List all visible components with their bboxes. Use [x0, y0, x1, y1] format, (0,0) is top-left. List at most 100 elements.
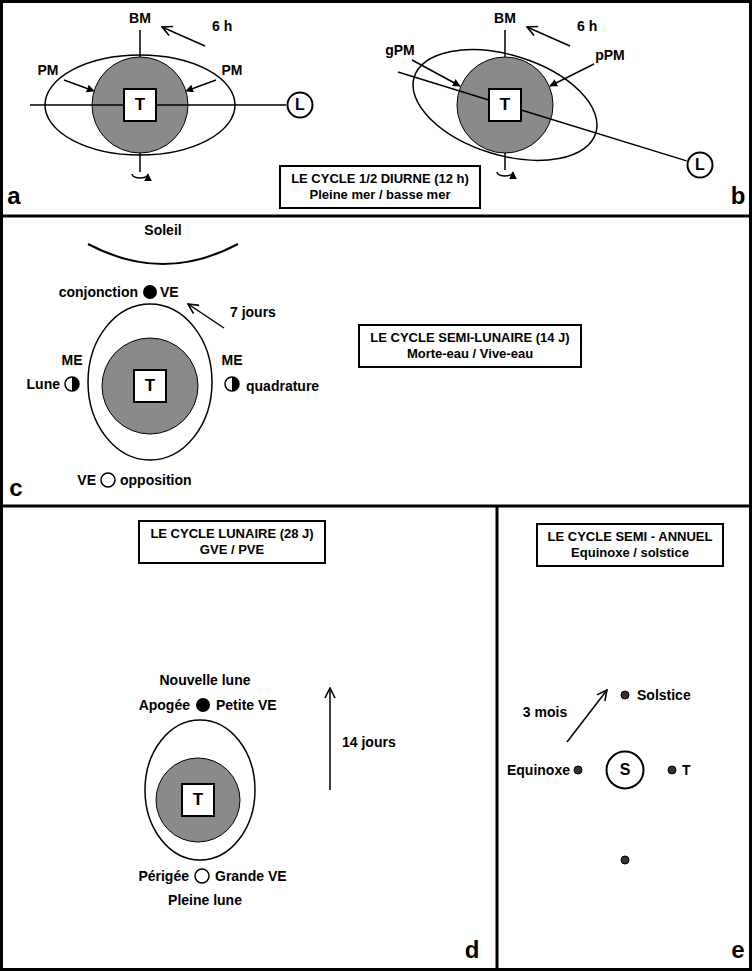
- annotation-label: VE: [77, 472, 96, 488]
- annotation-label: 6 h: [212, 18, 232, 34]
- body-circle: L: [286, 91, 314, 119]
- node-text: LE CYCLE LUNAIRE (28 J): [150, 526, 313, 542]
- annotation-label: Lune: [27, 376, 60, 392]
- full-moon-symbol: [101, 473, 115, 487]
- node-text: L: [695, 156, 705, 174]
- panel-letter: a: [7, 183, 20, 209]
- circle-outline: [288, 93, 313, 118]
- node-text: T: [135, 96, 145, 114]
- quarter-moon-symbol: [225, 377, 239, 391]
- title-box: LE CYCLE LUNAIRE (28 J)GVE / PVE: [138, 520, 325, 564]
- earth-disk: [457, 57, 553, 153]
- annotation-label: gPM: [385, 42, 415, 58]
- leader-line: [504, 30, 506, 57]
- annotation-label: Périgée: [138, 868, 189, 884]
- spin-axis: [504, 153, 506, 170]
- spin-symbol: [132, 174, 148, 178]
- annotation-label: Apogée: [139, 697, 190, 713]
- panel-divider: [0, 505, 752, 508]
- annotation-label: pPM: [595, 47, 625, 63]
- quarter-moon-symbol: [65, 377, 79, 391]
- quarter-moon-shade: [72, 377, 79, 391]
- leader-line: [139, 30, 141, 57]
- panel-letter: c: [9, 475, 22, 501]
- annotation-label: PM: [38, 62, 59, 78]
- rotation-arrow: [162, 27, 205, 46]
- annotation-label: ME: [62, 352, 83, 368]
- title-box: LE CYCLE SEMI - ANNUELEquinoxe / solstic…: [536, 523, 725, 567]
- cycle-arrow: [329, 688, 331, 790]
- earth-position-dot: [621, 691, 629, 699]
- node-subtext: Pleine mer / basse mer: [291, 187, 469, 203]
- node-subtext: GVE / PVE: [150, 542, 313, 558]
- earth-square: T: [133, 369, 167, 403]
- title-box: LE CYCLE SEMI-LUNAIRE (14 J)Morte-eau / …: [358, 324, 581, 368]
- annotation-label: opposition: [120, 472, 192, 488]
- panel-letter: e: [731, 937, 744, 963]
- circle-outline: [688, 153, 713, 178]
- earth-position-dot: [574, 766, 582, 774]
- new-moon-symbol: [196, 698, 210, 712]
- sun-arc: [88, 244, 238, 264]
- node-text: T: [500, 96, 510, 114]
- annotation-label: Equinoxe: [507, 762, 570, 778]
- node-subtext: Equinoxe / solstice: [548, 545, 713, 561]
- annotation-label: PM: [222, 62, 243, 78]
- node-text: L: [295, 96, 305, 114]
- cycle-arrow: [567, 690, 607, 742]
- annotation-label: ME: [222, 352, 243, 368]
- annotation-label: BM: [129, 10, 151, 26]
- spin-symbol: [497, 172, 513, 176]
- annotation-label: Nouvelle lune: [159, 672, 250, 688]
- earth-disk: [102, 338, 198, 434]
- node-text: T: [193, 791, 203, 809]
- annotation-label: BM: [494, 10, 516, 26]
- earth-square: T: [181, 783, 215, 817]
- annotation-label: conjonction: [59, 284, 138, 300]
- annotation-label: VE: [160, 284, 179, 300]
- annotation-label: Petite VE: [216, 697, 277, 713]
- annotation-label: Grande VE: [215, 868, 287, 884]
- tide-ellipse: [145, 720, 255, 860]
- leader-arrow: [186, 80, 216, 91]
- leader-arrow: [550, 64, 594, 86]
- annotation-label: 6 h: [577, 18, 597, 34]
- new-moon-symbol: [143, 285, 157, 299]
- cycle-arrow: [188, 304, 224, 328]
- panel-divider: [496, 506, 499, 971]
- leader-arrow: [412, 60, 460, 86]
- node-text: S: [620, 761, 631, 779]
- node-text: LE CYCLE 1/2 DIURNE (12 h): [291, 171, 469, 187]
- node-subtext: Morte-eau / Vive-eau: [370, 346, 569, 362]
- annotation-label: Soleil: [144, 222, 181, 238]
- spin-axis: [139, 153, 141, 172]
- full-moon-symbol: [195, 869, 209, 883]
- panel-letter: d: [465, 937, 480, 963]
- annotation-label: Solstice: [637, 687, 691, 703]
- tide-ellipse: [399, 29, 610, 180]
- annotation-label: 3 mois: [523, 704, 567, 720]
- panel-letter: b: [731, 183, 746, 209]
- title-box: LE CYCLE 1/2 DIURNE (12 h)Pleine mer / b…: [279, 165, 481, 209]
- annotation-label: Pleine lune: [168, 892, 242, 908]
- node-text: LE CYCLE SEMI-LUNAIRE (14 J): [370, 330, 569, 346]
- tide-ellipse: [88, 304, 212, 460]
- annotation-label: quadrature: [246, 378, 319, 394]
- earth-disk: [156, 758, 240, 842]
- earth-position-dot: [668, 766, 676, 774]
- body-circle: L: [686, 151, 714, 179]
- axis-connector: [522, 110, 687, 161]
- annotation-label: T: [682, 762, 691, 778]
- earth-square: T: [488, 88, 522, 122]
- leader-arrow: [64, 80, 94, 91]
- earth-square: T: [123, 88, 157, 122]
- quarter-moon-shade: [232, 377, 239, 391]
- earth-position-dot: [621, 856, 629, 864]
- rotation-arrow: [527, 27, 570, 46]
- node-text: T: [145, 377, 155, 395]
- axis-connector: [157, 104, 286, 106]
- body-circle: S: [605, 750, 645, 790]
- node-text: LE CYCLE SEMI - ANNUEL: [548, 529, 713, 545]
